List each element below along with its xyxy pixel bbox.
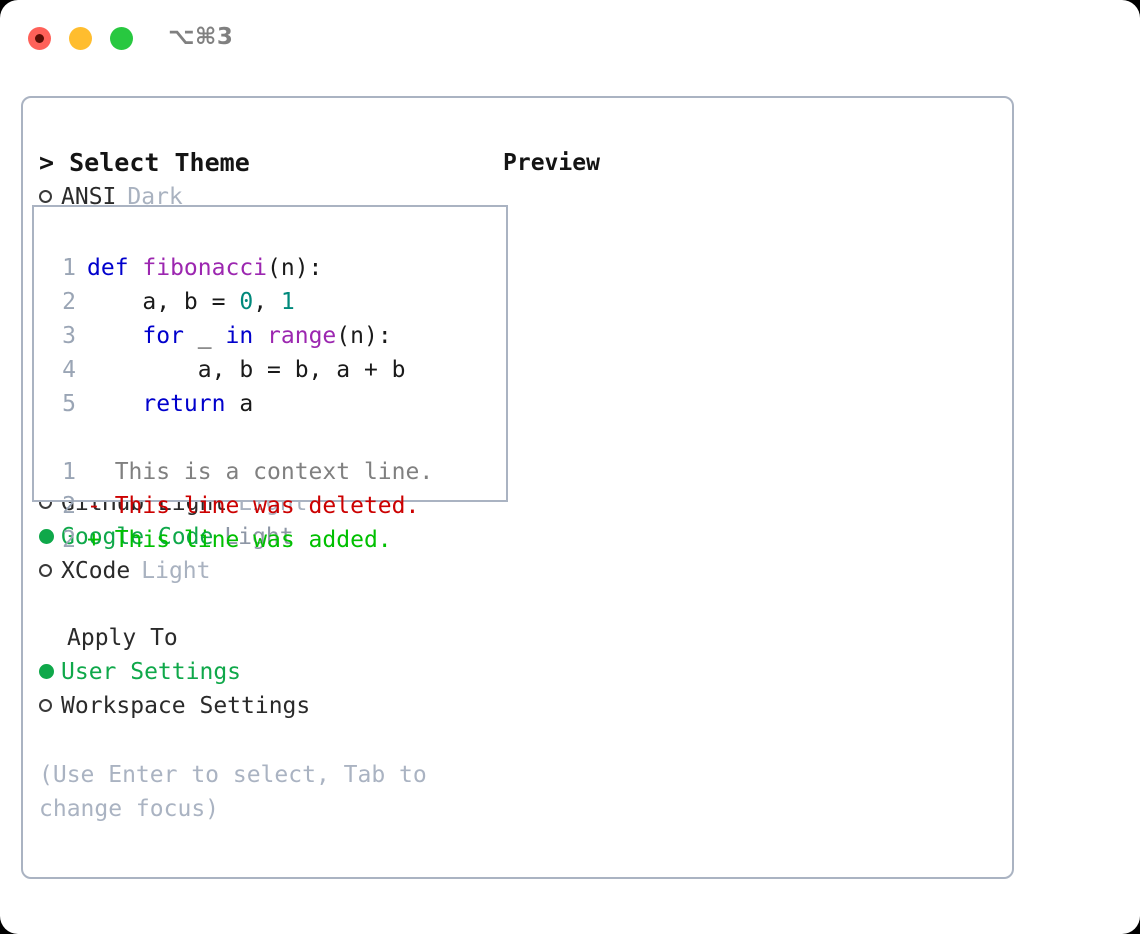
code-line-content: def fibonacci(n): xyxy=(87,251,322,285)
preview-column: Preview xyxy=(503,146,1003,180)
radio-dot xyxy=(39,190,52,203)
code-token-txt xyxy=(87,323,142,349)
code-token-kw: for xyxy=(142,323,184,349)
code-token-num: 0 xyxy=(239,289,254,315)
close-window-button[interactable] xyxy=(28,27,51,50)
radio-unselected-icon xyxy=(39,554,61,588)
code-line: 3 for _ in range(n): xyxy=(46,319,433,353)
code-token-num: 1 xyxy=(280,289,295,315)
radio-selected-icon xyxy=(39,520,61,554)
code-token-ctx: This is a context line. xyxy=(87,459,434,485)
code-token-add: + This line was added. xyxy=(87,527,392,553)
code-line-number: 2 xyxy=(62,527,76,553)
code-line: 1 def fibonacci(n): xyxy=(46,251,433,285)
radio-dot xyxy=(39,529,54,544)
theme-variant-badge: Light xyxy=(141,558,211,584)
code-token-kw: return xyxy=(142,391,226,417)
code-line-number: 2 xyxy=(62,289,76,315)
minimize-window-button[interactable] xyxy=(69,27,92,50)
code-line: 2 - This line was deleted. xyxy=(46,489,433,523)
code-token-txt: (n): xyxy=(336,323,392,349)
radio-dot xyxy=(39,699,52,712)
maximize-window-button[interactable] xyxy=(110,27,133,50)
radio-unselected-icon xyxy=(39,180,61,214)
code-blank-line xyxy=(46,421,433,455)
code-line-number: 3 xyxy=(62,323,76,349)
select-theme-header: > Select Theme xyxy=(39,146,489,180)
radio-selected-icon xyxy=(39,655,61,689)
code-line-number: 2 xyxy=(62,493,76,519)
code-token-kw: def xyxy=(87,255,143,281)
code-token-del: - This line was deleted. xyxy=(87,493,420,519)
code-line-content: This is a context line. xyxy=(87,455,434,489)
radio-unselected-icon xyxy=(39,689,61,723)
theme-name: Google Code xyxy=(61,524,214,550)
code-line-number: 4 xyxy=(62,357,76,383)
preview-title: Preview xyxy=(503,150,600,176)
code-line-number: 5 xyxy=(62,391,76,417)
apply-to-option-label: User Settings xyxy=(61,659,242,685)
code-line: 1 This is a context line. xyxy=(46,455,433,489)
code-line-content: - This line was deleted. xyxy=(87,489,419,523)
code-line-number: 1 xyxy=(62,255,76,281)
code-line: 2 a, b = 0, 1 xyxy=(46,285,433,319)
apply-to-option[interactable]: User Settings xyxy=(39,655,489,689)
code-token-txt: , xyxy=(253,289,281,315)
code-token-txt: a xyxy=(225,391,254,417)
code-token-txt xyxy=(253,323,267,349)
main-panel: > Select Theme ANSIDarkAtom OneDarkAyuDa… xyxy=(21,96,1014,879)
code-line-number xyxy=(46,421,87,455)
theme-variant-badge: Light xyxy=(224,524,294,550)
code-line: 4 a, b = b, a + b xyxy=(46,353,433,387)
select-theme-header-label: Select Theme xyxy=(69,148,250,177)
code-line: 2 + This line was added. xyxy=(46,523,433,557)
code-line-content: return a xyxy=(87,387,253,421)
code-token-fn: range xyxy=(267,323,337,349)
apply-to-option[interactable]: Workspace Settings xyxy=(39,689,489,723)
code-token-txt: _ xyxy=(183,323,226,349)
help-text: (Use Enter to select, Tab to change focu… xyxy=(39,762,441,822)
theme-name: XCode xyxy=(61,558,131,584)
code-line-content: for _ in range(n): xyxy=(87,319,392,353)
radio-dot xyxy=(39,564,52,577)
code-line-content: + This line was added. xyxy=(87,523,392,557)
prompt-caret-icon: > xyxy=(39,148,55,177)
traffic-lights xyxy=(28,27,133,50)
keyboard-shortcut-label: ⌥⌘3 xyxy=(168,24,234,50)
code-token-kw: in xyxy=(225,323,254,349)
code-token-txt: (n): xyxy=(267,255,323,281)
code-line-number: 1 xyxy=(62,459,76,485)
title-bar: ⌥⌘3 xyxy=(0,0,1140,78)
code-token-txt xyxy=(87,391,142,417)
code-line: 5 return a xyxy=(46,387,433,421)
code-token-fn: fibonacci xyxy=(142,255,268,281)
code-token-txt: a, b = xyxy=(87,289,240,315)
code-line-content: a, b = b, a + b xyxy=(87,353,406,387)
apply-to-option-label: Workspace Settings xyxy=(61,693,311,719)
theme-list-item[interactable]: XCode Light xyxy=(39,554,489,588)
code-line-content: a, b = 0, 1 xyxy=(87,285,295,319)
theme-list-item[interactable]: Google Code Light xyxy=(39,520,489,554)
radio-dot xyxy=(39,664,54,679)
apply-to-title: Apply To xyxy=(67,625,178,651)
code-token-txt: a, b = b, a + b xyxy=(87,357,406,383)
